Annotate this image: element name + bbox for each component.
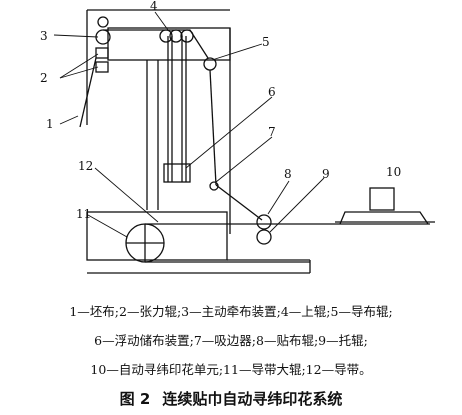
legend-line-3: 10—自动寻纬印花单元;11—导带大辊;12—导带。: [90, 362, 372, 377]
label-6: 6: [268, 85, 276, 99]
fabric-roll-line: [79, 57, 97, 128]
label-11: 11: [76, 207, 91, 221]
label-5: 5: [262, 35, 270, 49]
legend-line-1: 1—坯布;2—张力辊;3—主动牵布装置;4—上辊;5—导布辊;: [69, 304, 393, 319]
label-1: 1: [46, 117, 54, 131]
leader-8: [267, 180, 290, 215]
leader-6: [185, 96, 273, 169]
top-housing: [107, 27, 231, 61]
legend-line-2: 6—浮动储布装置;7—吸边器;8—贴布辊;9—托辊;: [94, 333, 368, 348]
tension-roller-block: [95, 47, 109, 59]
lower-frame: [86, 211, 228, 261]
leader-3: [53, 34, 99, 38]
contact-roller-icon: [256, 214, 272, 230]
leader-11: [87, 214, 128, 238]
leader-7: [215, 136, 273, 183]
label-12: 12: [78, 159, 93, 173]
leader-1: [59, 115, 79, 125]
leader-12: [94, 167, 159, 223]
figure-caption: 图 2 连续贴巾自动寻纬印花系统: [0, 388, 462, 409]
figure-title: 连续贴巾自动寻纬印花系统: [162, 390, 343, 408]
label-2: 2: [40, 71, 48, 85]
label-10: 10: [386, 165, 401, 179]
floating-storage-box: [163, 163, 191, 183]
label-3: 3: [40, 29, 48, 43]
printing-unit-head: [369, 187, 395, 211]
tension-pulley-icon: [97, 16, 109, 28]
leader-4: [154, 11, 169, 31]
label-9: 9: [322, 167, 330, 181]
system-diagram: 3 2 1 4 5 6 7 8 9 10 11 12: [40, 0, 435, 274]
leader-5: [211, 43, 263, 61]
support-roller-icon: [256, 229, 272, 245]
tension-roller-block: [95, 61, 109, 73]
leader-2b: [59, 66, 99, 79]
figure-number: 图 2: [119, 390, 151, 408]
fabric-to-contact-path: [215, 184, 263, 221]
fabric-path-top: [103, 29, 209, 59]
fabric-path-down: [209, 69, 217, 186]
label-8: 8: [284, 167, 292, 181]
leader-9: [269, 177, 325, 233]
printing-unit-base: [339, 211, 429, 225]
label-4: 4: [150, 0, 158, 13]
label-7: 7: [268, 125, 276, 139]
leader-2a: [59, 53, 99, 79]
